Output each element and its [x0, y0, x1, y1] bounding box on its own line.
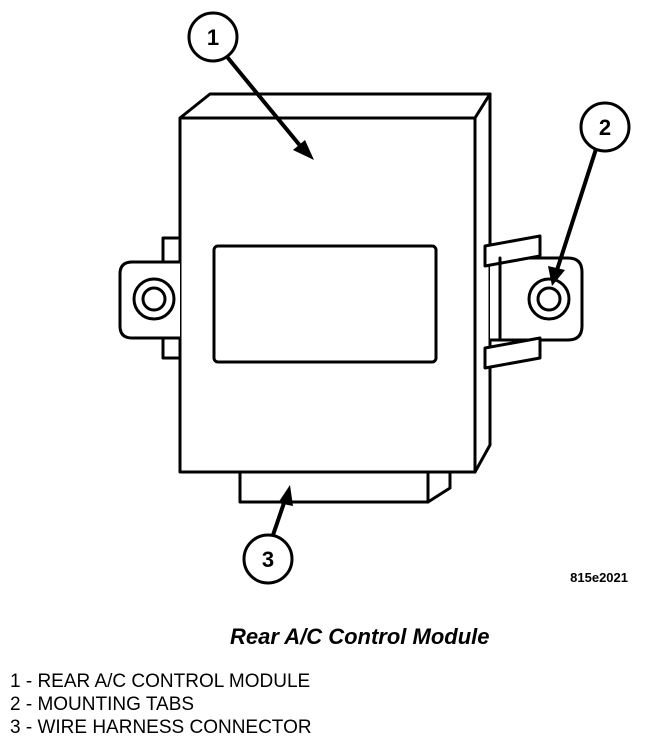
- leader-arrow-3: [270, 485, 293, 540]
- callout-3-circle: [242, 533, 294, 585]
- wire-harness-connector: [238, 470, 452, 504]
- legend-item-2: 2 - MOUNTING TABS: [10, 694, 195, 715]
- callout-1-circle: [187, 11, 239, 63]
- module-top-face: [178, 92, 492, 120]
- leader-arrow-2: [548, 144, 599, 286]
- right-tab-hole-inner: [536, 286, 562, 312]
- figure-caption: Rear A/C Control Module: [230, 624, 490, 649]
- callout-2-circle: [579, 101, 631, 153]
- right-tab-lower-flange: [483, 336, 542, 370]
- callout-2-number: 2: [599, 115, 611, 140]
- right-mounting-tab: [483, 234, 584, 370]
- legend-item-3: 3 - WIRE HARNESS CONNECTOR: [10, 717, 312, 738]
- callout-1-number: 1: [207, 25, 219, 50]
- callout-3-number: 3: [262, 547, 274, 572]
- left-tab-hole-inner: [141, 286, 167, 312]
- module-side-face: [473, 92, 492, 474]
- legend-list: 1 - REAR A/C CONTROL MODULE 2 - MOUNTING…: [10, 670, 312, 739]
- left-mounting-tab: [118, 236, 182, 360]
- legend-item-1: 1 - REAR A/C CONTROL MODULE: [10, 671, 311, 692]
- leader-arrow-1: [226, 56, 314, 160]
- module-label-window: [212, 244, 438, 364]
- figure-id: 815e2021: [570, 570, 628, 585]
- module-diagram: 1 2 3 815e2021: [118, 11, 631, 585]
